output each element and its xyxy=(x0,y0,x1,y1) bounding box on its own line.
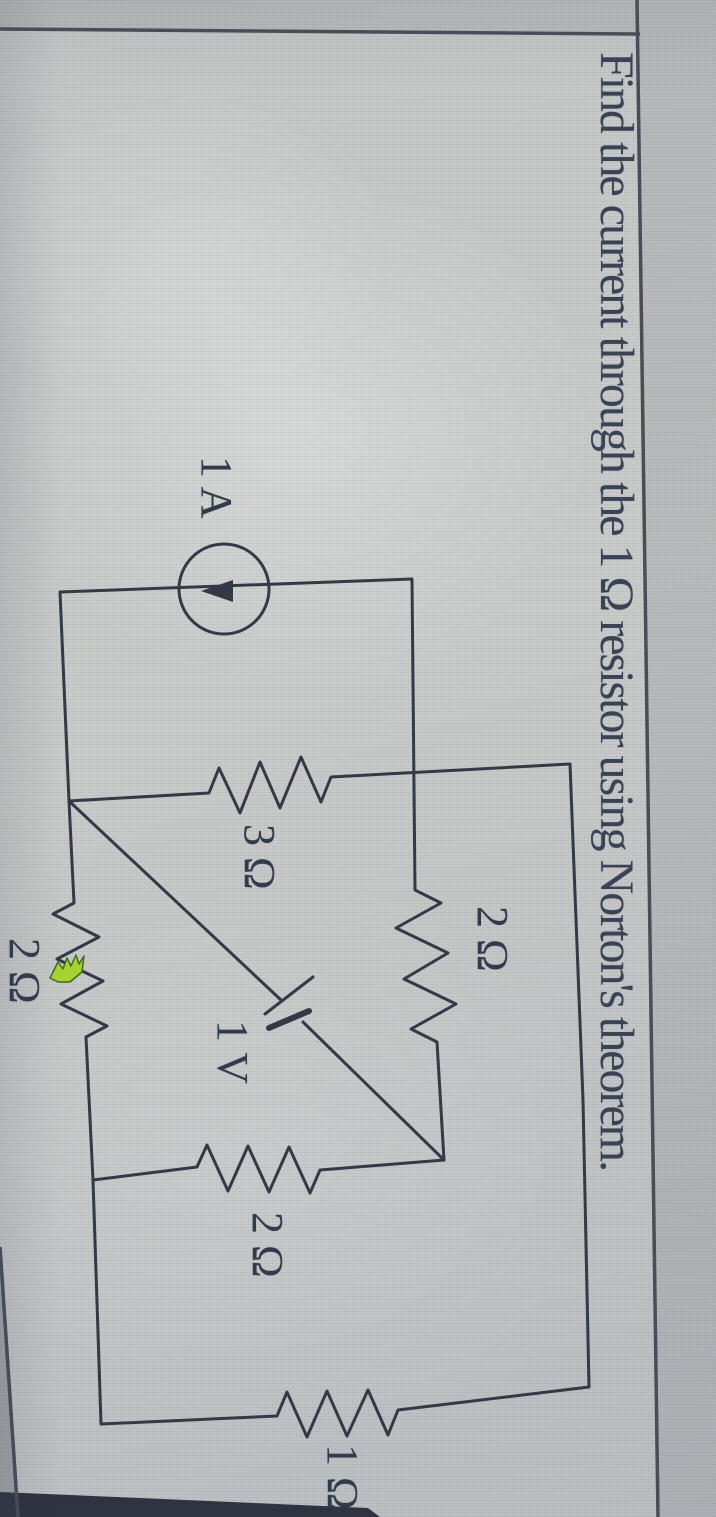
label-battery: 1 V xyxy=(208,1020,257,1084)
cell-border-right xyxy=(635,0,660,1517)
wire-outer-loop xyxy=(51,590,591,1439)
label-resistor-bottom-middle: 2 Ω xyxy=(243,1212,292,1278)
label-resistor-bottom: 1 Ω xyxy=(318,1444,367,1510)
battery-plate-long xyxy=(263,975,315,1016)
label-current-source: 1 A xyxy=(192,456,241,519)
page-margin-right xyxy=(637,0,716,1517)
label-resistor-middle: 3 Ω xyxy=(235,824,284,890)
problem-title: Find the current through the 1 Ω resisto… xyxy=(590,52,643,1171)
mouse-cursor-icon xyxy=(49,954,85,983)
wire-battery-diagonal-lower xyxy=(301,1020,446,1162)
photo-edge-bottom xyxy=(0,1492,380,1517)
cell-border-top xyxy=(0,27,641,36)
wire-resistor-2ohm-bottom-middle xyxy=(91,1143,446,1195)
wire-top-and-resistor-2ohm-top xyxy=(58,577,458,1162)
page-margin-top xyxy=(0,0,640,34)
label-resistor-bottom-left: 2 Ω xyxy=(0,938,49,1004)
battery-plate-short xyxy=(266,1008,312,1031)
current-source-circle xyxy=(177,542,271,636)
photo-edge-left-line xyxy=(0,1246,20,1517)
current-source-arrowhead xyxy=(201,580,233,602)
label-resistor-top: 2 Ω xyxy=(468,906,517,972)
wire-battery-diagonal-upper xyxy=(67,799,283,1002)
